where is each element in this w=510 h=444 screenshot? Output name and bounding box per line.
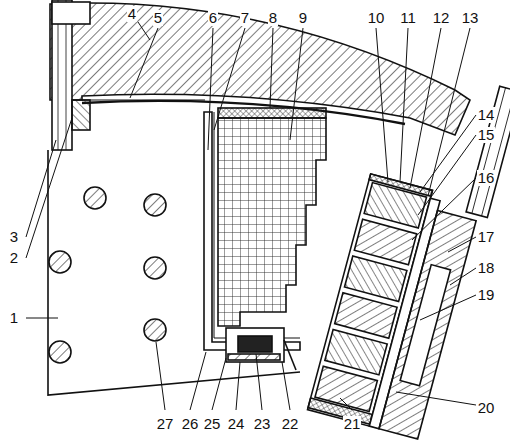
callout-number: 10 — [367, 10, 386, 26]
callout-number: 17 — [477, 229, 496, 245]
callout-number: 18 — [477, 260, 496, 276]
callout-number: 24 — [227, 416, 246, 432]
callout-number: 22 — [281, 416, 300, 432]
callout-number: 16 — [477, 170, 496, 186]
callout-number: 15 — [477, 127, 496, 143]
callout-number: 3 — [9, 229, 19, 245]
callout-number: 6 — [208, 10, 218, 26]
callout-number: 11 — [399, 10, 417, 26]
callout-number: 26 — [181, 416, 200, 432]
callout-number: 7 — [240, 10, 250, 26]
callout-number: 14 — [477, 107, 496, 123]
callout-number: 25 — [203, 416, 222, 432]
callout-number: 9 — [298, 10, 308, 26]
callout-number: 13 — [461, 10, 480, 26]
callout-number: 2 — [9, 250, 19, 266]
callout-number: 27 — [156, 416, 175, 432]
callout-number: 21 — [343, 416, 362, 432]
callout-number: 5 — [153, 10, 163, 26]
callout-number: 20 — [477, 400, 496, 416]
callout-number: 4 — [127, 6, 137, 22]
callout-number: 1 — [9, 310, 19, 326]
callout-number: 12 — [432, 10, 451, 26]
callout-number: 19 — [477, 287, 496, 303]
callout-number: 8 — [268, 10, 278, 26]
callout-number: 23 — [253, 416, 272, 432]
